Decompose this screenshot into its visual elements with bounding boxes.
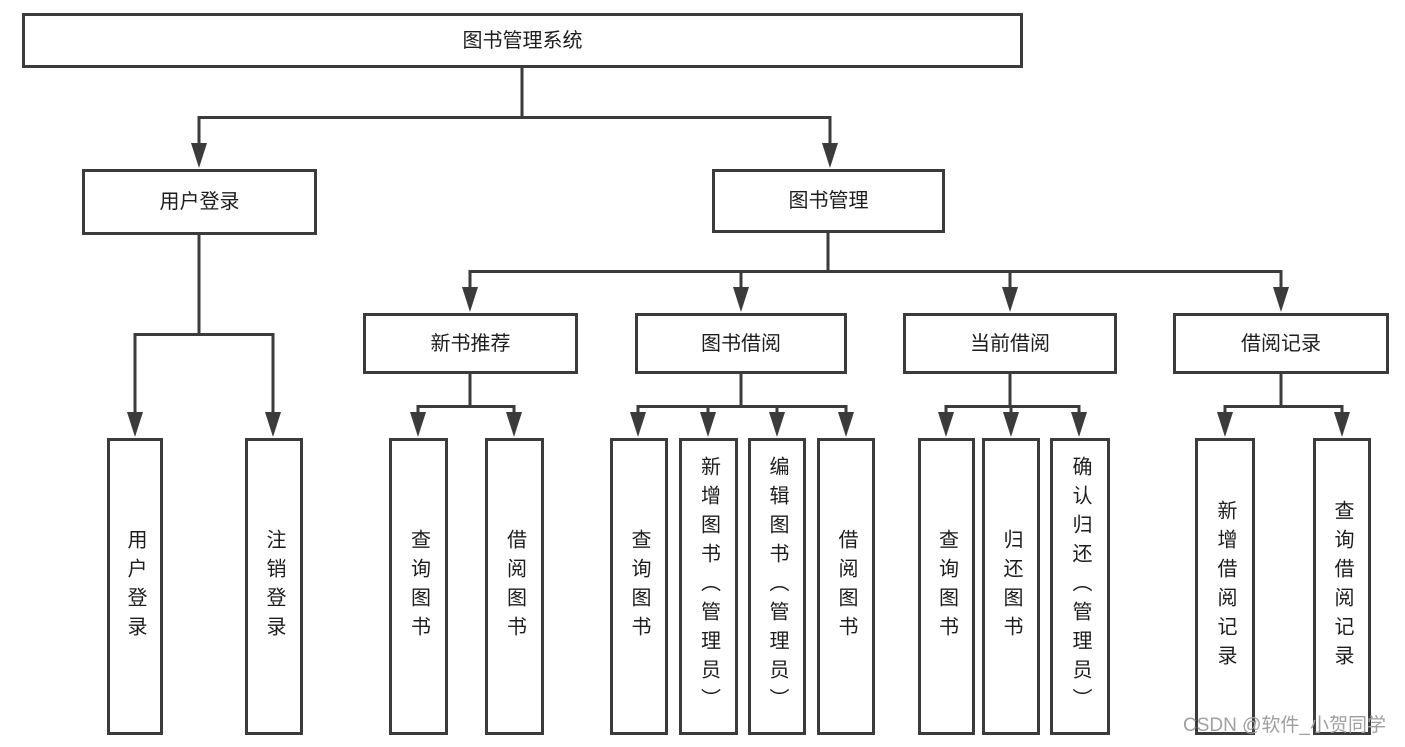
- leaf-query-book-current: 查询图书: [918, 438, 975, 735]
- node-book-management: 图书管理: [712, 169, 945, 233]
- leaf-label: 查询图书: [935, 528, 958, 645]
- node-label: 新书推荐: [430, 332, 511, 355]
- leaf-label: 借阅图书: [835, 528, 857, 645]
- node-user-login: 用户登录: [82, 169, 317, 235]
- node-new-book-recommendation: 新书推荐: [363, 313, 578, 374]
- node-label: 图书借阅: [701, 332, 781, 355]
- node-label: 借阅记录: [1241, 332, 1321, 355]
- leaf-logout: 注销登录: [245, 438, 303, 735]
- leaf-label: 新增借阅记录: [1214, 499, 1236, 674]
- leaf-borrow-book: 借阅图书: [817, 438, 875, 735]
- leaf-query-borrow-record: 查询借阅记录: [1313, 438, 1371, 735]
- leaf-add-borrow-record: 新增借阅记录: [1195, 438, 1255, 735]
- node-current-borrowing: 当前借阅: [903, 313, 1117, 374]
- node-borrowing-records: 借阅记录: [1173, 313, 1389, 374]
- leaf-label: 用户登录: [124, 528, 146, 645]
- leaf-borrow-book-recommend: 借阅图书: [485, 438, 544, 735]
- leaf-return-book: 归还图书: [982, 438, 1040, 735]
- leaf-user-login: 用户登录: [107, 438, 163, 735]
- leaf-edit-book-admin: 编辑图书（管理员）: [748, 438, 806, 735]
- leaf-label: 查询图书: [628, 528, 650, 645]
- leaf-add-book-admin: 新增图书（管理员）: [679, 438, 738, 735]
- leaf-label: 确认归还（管理员）: [1069, 456, 1091, 717]
- leaf-label: 归还图书: [1000, 528, 1022, 645]
- leaf-label: 注销登录: [263, 528, 285, 645]
- node-label: 用户登录: [159, 191, 240, 213]
- leaf-query-book-borrowing: 查询图书: [610, 438, 668, 735]
- leaf-query-book-recommend: 查询图书: [389, 438, 448, 735]
- leaf-label: 借阅图书: [503, 528, 526, 645]
- node-book-borrowing: 图书借阅: [635, 313, 847, 374]
- csdn-watermark: CSDN @软件_小贺同学: [1183, 715, 1386, 736]
- leaf-confirm-return-admin: 确认归还（管理员）: [1050, 438, 1110, 735]
- leaf-label: 编辑图书（管理员）: [766, 456, 788, 717]
- leaf-label: 查询图书: [407, 528, 430, 645]
- node-label: 图书管理系统: [462, 29, 583, 52]
- leaf-label: 新增图书（管理员）: [697, 456, 720, 717]
- node-label: 当前借阅: [970, 332, 1050, 355]
- node-label: 图书管理: [788, 190, 869, 212]
- node-library-management-system: 图书管理系统: [22, 13, 1023, 68]
- leaf-label: 查询借阅记录: [1331, 499, 1353, 674]
